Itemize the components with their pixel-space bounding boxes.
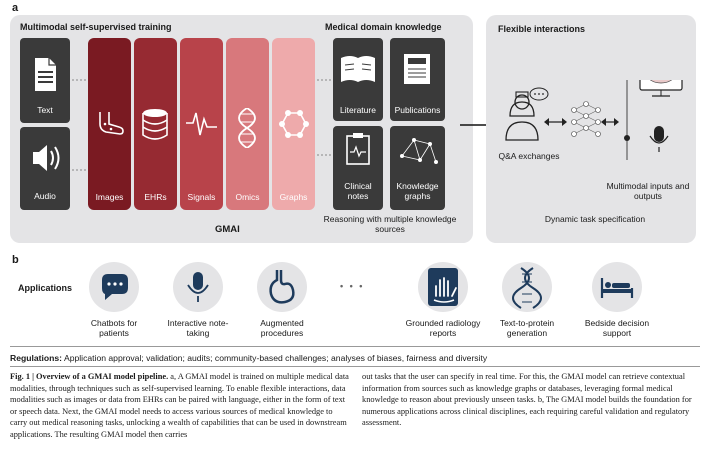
app-procedures <box>257 262 307 312</box>
flex-title: Flexible interactions <box>498 24 586 34</box>
knowledge-title: Medical domain knowledge <box>325 22 442 32</box>
app-note-taking <box>173 262 223 312</box>
multimodal-io-label: Multimodal inputs and outputs <box>606 181 690 201</box>
audio-label: Audio <box>34 191 56 201</box>
clipboard-icon <box>346 133 370 165</box>
modality-label: Graphs <box>279 192 308 202</box>
reasoning-caption: Reasoning with multiple knowledge source… <box>323 214 457 234</box>
modality-label: Omics <box>235 192 260 202</box>
app-radiology <box>418 262 468 312</box>
app-chatbots <box>89 262 139 312</box>
knowledge-label: Publications <box>394 105 441 115</box>
output-arrow <box>601 118 619 126</box>
knowledge-label: Literature <box>340 105 376 115</box>
figure-label: Fig. 1 | Overview of a GMAI model pipeli… <box>10 372 169 381</box>
modality-images: Images <box>88 38 131 210</box>
text-label: Text <box>37 105 53 115</box>
foot-icon <box>99 112 124 135</box>
qa-label: Q&A exchanges <box>498 151 560 161</box>
regulations-label: Regulations: <box>10 353 63 363</box>
knowledge-graphs: Knowledge graphs <box>390 126 445 210</box>
app-label: Interactive note-taking <box>167 318 229 338</box>
app-label: Bedside decision support <box>584 318 650 338</box>
modality-label: Signals <box>187 192 216 202</box>
app-protein <box>502 262 552 312</box>
interaction-diagram <box>505 80 683 160</box>
regulations-text: Application approval; validation; audits… <box>63 353 488 363</box>
caption-text-2: out tasks that the user can specify in r… <box>362 372 692 427</box>
knowledge-label: Clinical notes <box>344 181 372 201</box>
training-title: Multimodal self-supervised training <box>20 22 172 32</box>
knowledge-publications: Publications <box>390 38 445 121</box>
regulations-line: Regulations: Application approval; valid… <box>10 353 487 363</box>
newspaper-icon <box>404 54 430 84</box>
knowledge-clinical-notes: Clinical notes <box>333 126 383 210</box>
doctor-icon <box>505 91 539 141</box>
monitor-brain-icon <box>639 80 683 97</box>
dynamic-label: Dynamic task specification <box>544 214 646 224</box>
graph-network-icon <box>279 110 309 138</box>
app-label: Augmented procedures <box>260 318 304 338</box>
caption-column-1: Fig. 1 | Overview of a GMAI model pipeli… <box>10 371 350 440</box>
speaker-icon <box>33 145 60 171</box>
modality-signals: Signals <box>180 38 223 210</box>
modality-label: Images <box>95 192 124 202</box>
speech-bubble-icon <box>529 87 549 101</box>
panel-a-tag: a <box>12 2 19 14</box>
divider <box>10 366 700 367</box>
database-icon <box>142 109 168 140</box>
modality-graphs: Graphs <box>272 38 315 210</box>
panel-b-tag: b <box>12 254 19 266</box>
caption-column-2: out tasks that the user can specify in r… <box>362 371 700 429</box>
app-label: Grounded radiology reports <box>405 318 481 338</box>
ellipsis: • • • <box>340 281 365 291</box>
knowledge-literature: Literature <box>333 38 383 121</box>
text-tile: Text <box>20 38 70 123</box>
stomach-icon <box>269 270 295 304</box>
app-bedside <box>592 262 642 312</box>
caption-text-1: a, A GMAI model is trained on multiple m… <box>10 372 349 439</box>
dna-helix-icon <box>238 108 256 148</box>
divider <box>10 346 700 347</box>
app-label: Chatbots for patients <box>90 318 138 338</box>
app-label: Text-to-protein generation <box>499 318 555 338</box>
modality-label: EHRs <box>144 192 167 202</box>
chat-bubble-icon <box>102 274 128 300</box>
hand-xray-icon <box>428 268 458 306</box>
microphone-icon <box>187 272 209 302</box>
audio-tile: Audio <box>20 127 70 210</box>
exchange-arrow <box>544 118 567 126</box>
waveform-icon <box>186 112 217 136</box>
book-icon <box>341 56 375 82</box>
modality-ehrs: EHRs <box>134 38 177 210</box>
applications-label: Applications <box>18 283 73 293</box>
knowledge-connectors <box>317 79 331 156</box>
knowledge-label: Knowledge graphs <box>396 181 439 201</box>
knowledge-graph-icon <box>400 138 438 164</box>
microphone-icon <box>649 126 669 152</box>
bed-icon <box>600 278 634 298</box>
neural-network-icon <box>571 101 601 137</box>
modality-omics: Omics <box>226 38 269 210</box>
document-icon <box>35 58 56 91</box>
dna-icon <box>512 267 542 309</box>
pairing-connectors <box>72 79 88 171</box>
gmai-label: GMAI <box>215 224 240 235</box>
